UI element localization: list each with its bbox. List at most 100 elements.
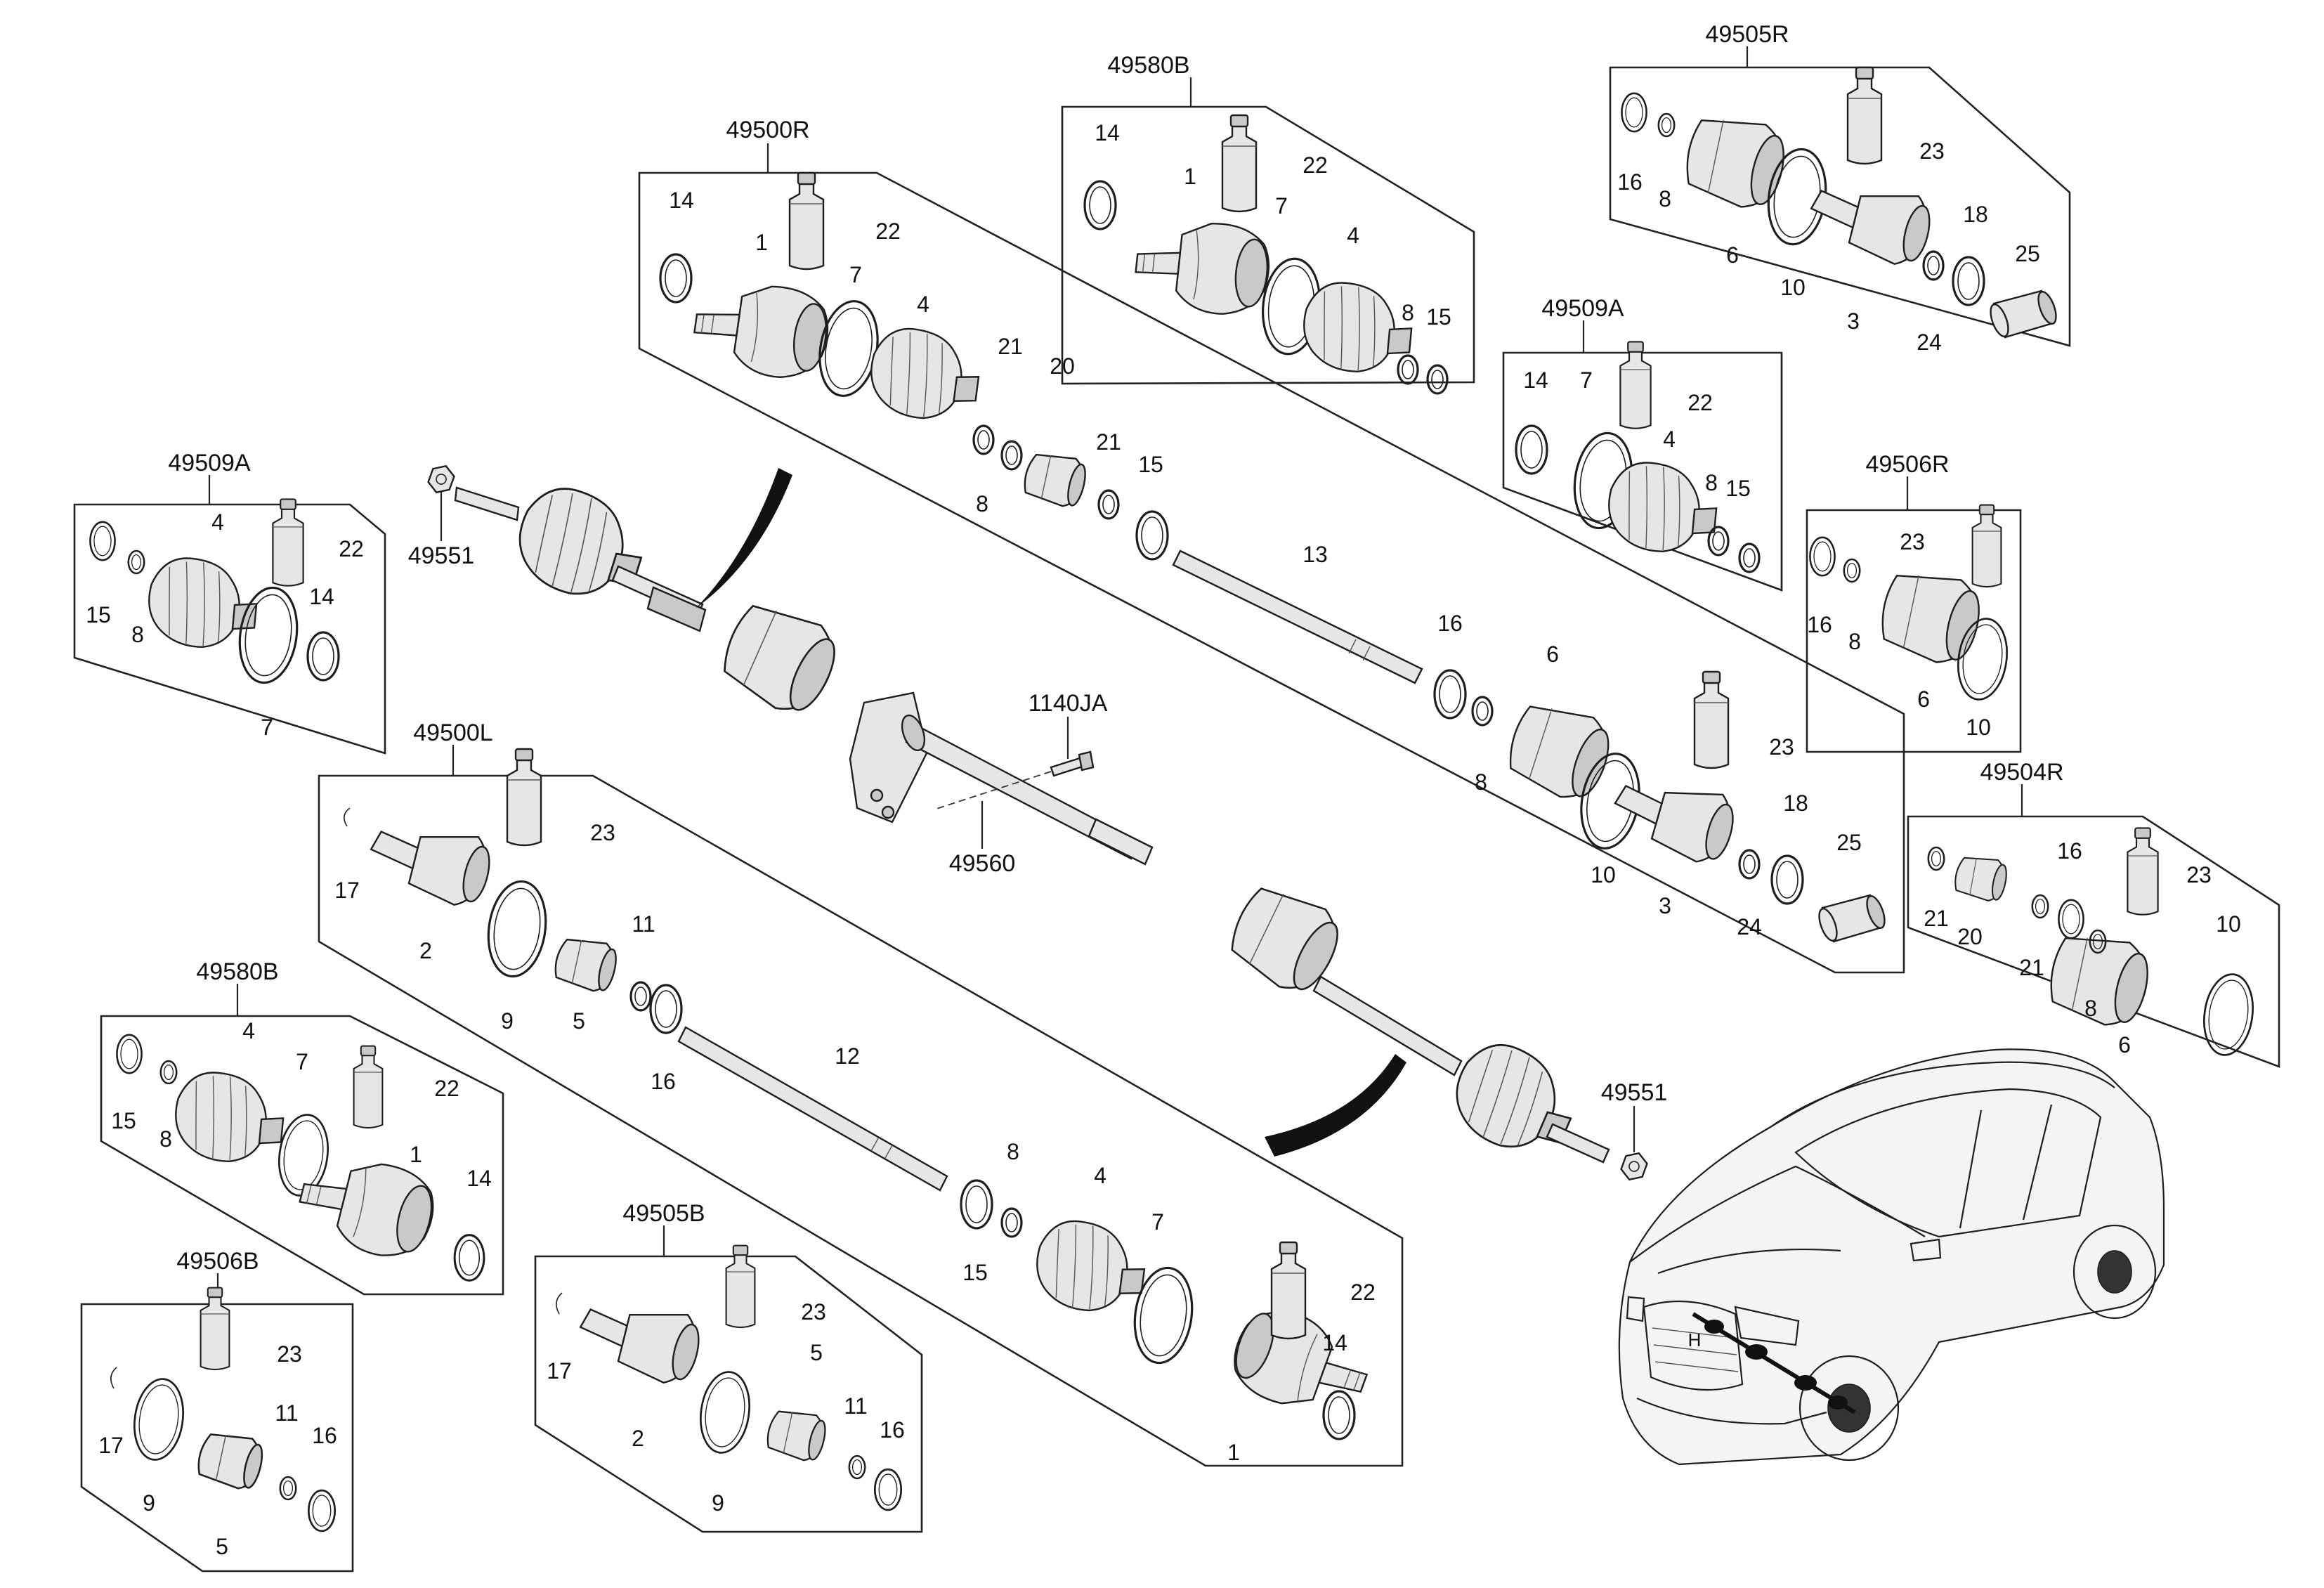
num-17: 17 (98, 1433, 124, 1458)
label-49551-bottom: 49551 (1601, 1079, 1668, 1106)
num-8: 8 (1848, 629, 1861, 654)
num-24: 24 (1917, 330, 1942, 355)
part-labels-49500R: 14 1 22 7 4 21 20 21 8 15 13 16 6 23 8 1… (669, 188, 1862, 939)
num-11: 11 (275, 1400, 298, 1426)
assembly-labels: 49580B 49505R 49500R 49509A 49509A 49551… (168, 21, 2063, 1275)
frame-49580B-bottom (100, 1015, 504, 1296)
part-labels-49506R: 23 16 8 6 10 (1807, 529, 1991, 740)
num-4: 4 (1347, 223, 1359, 248)
num-15: 15 (111, 1108, 136, 1133)
num-15: 15 (86, 602, 111, 627)
num-4: 4 (1663, 427, 1676, 452)
num-22: 22 (339, 536, 364, 561)
num-7: 7 (261, 715, 273, 740)
num-20: 20 (1050, 353, 1075, 379)
part-labels-49500L: 23 17 2 11 9 5 16 12 8 4 7 15 22 14 1 (334, 820, 1376, 1465)
parts-49500R (659, 171, 1889, 944)
nut-49551-top (424, 461, 458, 497)
num-16: 16 (1437, 611, 1463, 636)
frame-49500L (318, 774, 1404, 1467)
vehicle-locator-illustration: H (1618, 1048, 2165, 1466)
num-6: 6 (1917, 686, 1930, 712)
num-13: 13 (1303, 542, 1328, 567)
num-14: 14 (1523, 367, 1548, 393)
label-49504R: 49504R (1980, 759, 2063, 786)
num-8: 8 (976, 491, 988, 516)
num-16: 16 (1617, 169, 1643, 195)
num-21b: 21 (1096, 429, 1121, 455)
parts-49500L (344, 748, 1379, 1440)
num-16: 16 (2057, 838, 2082, 864)
num-15: 15 (1725, 476, 1751, 501)
num-1: 1 (1227, 1440, 1240, 1465)
label-49509A-left: 49509A (168, 450, 251, 476)
num-20: 20 (1957, 924, 1983, 949)
num-8b: 8 (1475, 769, 1487, 795)
num-25: 25 (2015, 241, 2040, 266)
assembly-leader-lines (208, 46, 2023, 1304)
num-22: 22 (875, 219, 901, 244)
frame-49506B (80, 1303, 354, 1573)
num-8: 8 (1659, 186, 1671, 211)
brand-badge: H (1688, 1329, 1702, 1351)
num-11: 11 (632, 911, 655, 937)
num-9: 9 (143, 1490, 155, 1516)
lower-shaft-assembly (1219, 874, 1651, 1185)
parts-49505B (556, 1244, 903, 1511)
parts-49506B (110, 1287, 337, 1532)
pointer-wedge-top (696, 468, 792, 608)
part-labels-49509A-right: 14 7 22 4 8 15 (1523, 367, 1751, 501)
parts-49580B-top (1083, 114, 1449, 395)
num-18: 18 (1783, 790, 1808, 816)
label-49500R: 49500R (726, 117, 809, 143)
part-labels-49580B-bottom: 4 7 22 15 8 1 14 (111, 1018, 492, 1191)
frame-49505B (534, 1255, 923, 1533)
num-9: 9 (712, 1490, 724, 1516)
parts-49505R (1621, 66, 2061, 340)
num-14: 14 (1095, 120, 1120, 145)
num-4: 4 (917, 292, 929, 317)
num-1: 1 (755, 230, 768, 255)
num-17: 17 (547, 1358, 572, 1384)
num-23: 23 (801, 1299, 826, 1325)
num-15: 15 (1426, 304, 1451, 330)
num-7: 7 (1151, 1209, 1164, 1235)
num-12: 12 (835, 1043, 860, 1069)
shaft-12 (677, 1026, 948, 1192)
num-16: 16 (1807, 612, 1832, 637)
num-6: 6 (2118, 1032, 2131, 1057)
num-21b: 21 (2019, 955, 2044, 980)
upper-shaft-assembly (424, 461, 849, 724)
part-labels-49506B: 23 11 16 17 9 5 (98, 1341, 337, 1559)
num-7: 7 (1580, 367, 1593, 393)
num-7: 7 (1275, 193, 1288, 219)
num-23: 23 (1919, 138, 1945, 164)
label-49506R: 49506R (1865, 451, 1949, 478)
num-8: 8 (159, 1126, 172, 1152)
num-2: 2 (632, 1426, 644, 1451)
label-49509A-right: 49509A (1541, 295, 1624, 322)
num-21: 21 (998, 334, 1023, 359)
num-11: 11 (844, 1393, 867, 1419)
num-3: 3 (1659, 893, 1671, 918)
num-7: 7 (296, 1049, 308, 1074)
label-49505B: 49505B (622, 1200, 705, 1227)
num-14: 14 (309, 584, 334, 609)
intermediate-shaft-49560 (849, 691, 1154, 866)
num-23: 23 (277, 1341, 302, 1367)
num-23: 23 (1900, 529, 1925, 554)
pointer-wedge-bottom (1265, 1054, 1406, 1157)
part-labels-49580B-top: 14 1 22 7 4 8 15 (1095, 120, 1451, 330)
num-4: 4 (242, 1018, 255, 1043)
num-22: 22 (1687, 390, 1713, 415)
part-labels-49505B: 23 5 17 11 16 2 9 (547, 1299, 905, 1516)
num-22: 22 (434, 1076, 459, 1101)
num-8: 8 (1007, 1139, 1019, 1164)
label-49580B-bottom: 49580B (196, 958, 278, 985)
label-49560: 49560 (949, 850, 1016, 877)
frame-49580B-top (1061, 105, 1475, 385)
num-10: 10 (1780, 275, 1806, 300)
num-23: 23 (2186, 862, 2212, 887)
num-4: 4 (211, 509, 224, 535)
